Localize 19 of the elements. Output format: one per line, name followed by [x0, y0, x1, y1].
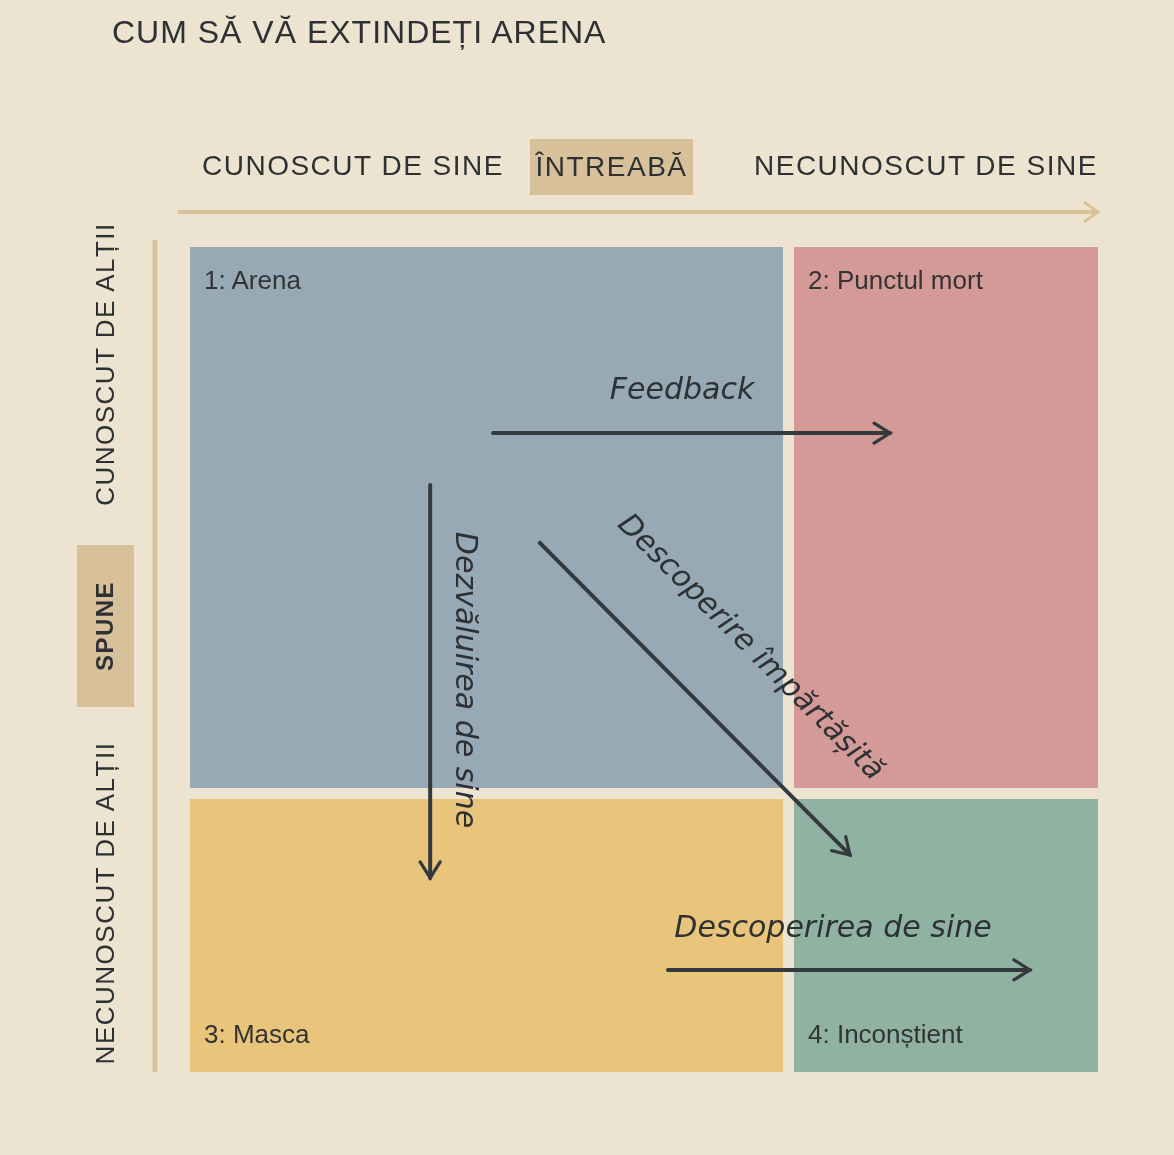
edge-label: Feedback [609, 370, 755, 406]
arrow [665, 958, 1032, 982]
quadrant-title: 3: Masca [204, 1019, 310, 1050]
edge-label: Dezvăluirea de sine [448, 531, 484, 829]
axis-label: CUNOSCUT DE SINE [202, 150, 504, 182]
quadrant-title: 1: Arena [204, 265, 301, 296]
arrow [491, 421, 893, 445]
edge-label: Descoperirea de sine [674, 908, 992, 944]
title: CUM SĂ VĂ EXTINDEȚI ARENA [112, 14, 607, 51]
arrow [418, 483, 442, 880]
axis-label: ÎNTREABĂ [535, 151, 688, 183]
quadrant-title: 4: Inconștient [808, 1019, 963, 1050]
axis-label: NECUNOSCUT DE ALȚII [89, 741, 121, 1065]
quadrant-title: 2: Punctul mort [808, 265, 983, 296]
axis-label: NECUNOSCUT DE SINE [754, 150, 1098, 182]
axis-tag [530, 139, 693, 195]
axis-label: CUNOSCUT DE ALȚII [89, 222, 121, 506]
axis-label: SPUNE [91, 580, 120, 672]
axis-tag [77, 545, 134, 707]
